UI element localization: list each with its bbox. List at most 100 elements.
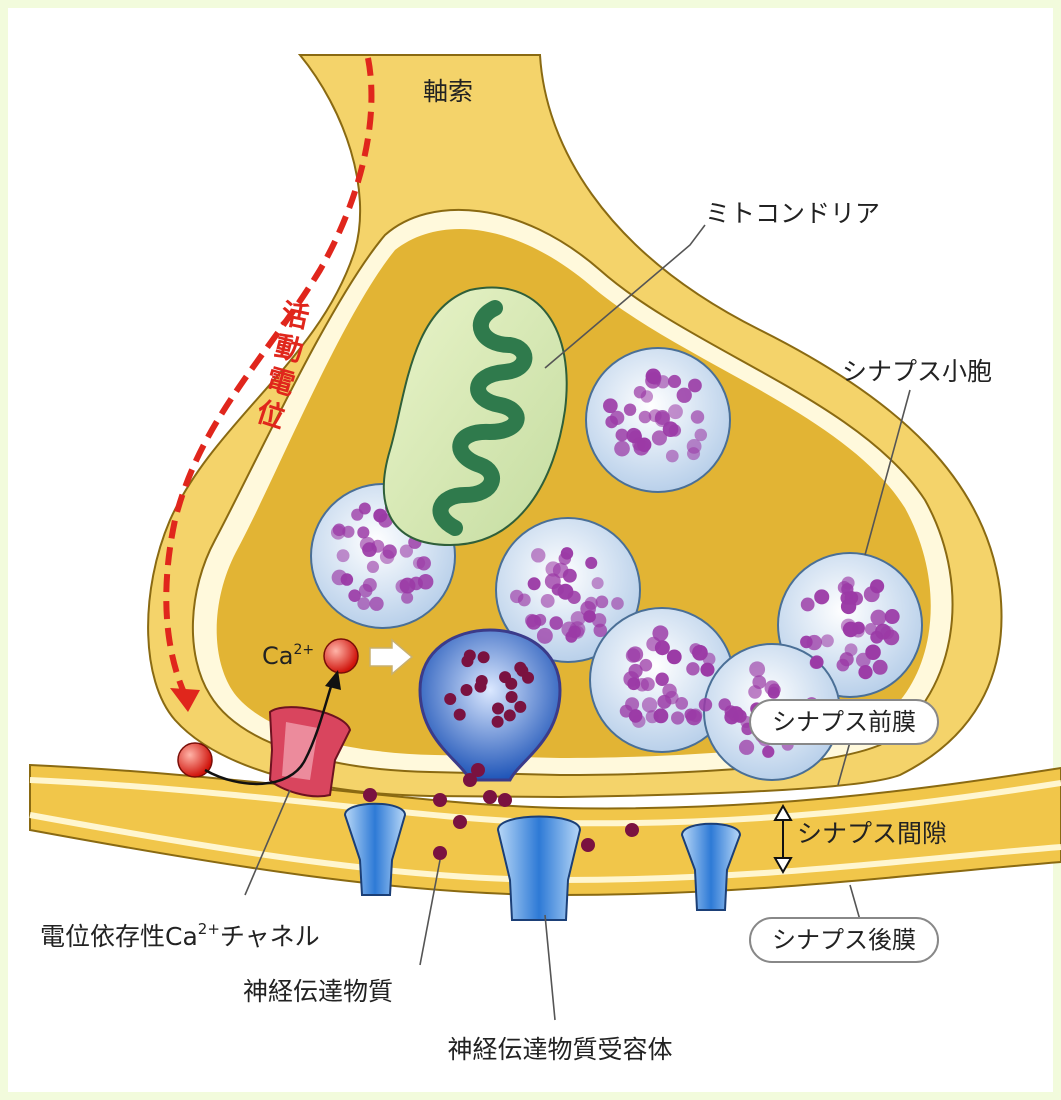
vesicle-dot bbox=[668, 404, 683, 419]
vesicle-dot bbox=[400, 544, 413, 557]
vesicle-dot bbox=[873, 660, 888, 675]
vesicle-dot bbox=[801, 598, 815, 612]
vesicle-dot bbox=[749, 661, 765, 677]
vesicle-dot bbox=[652, 430, 667, 445]
vesicle-dot bbox=[541, 594, 555, 608]
synaptic-vesicle-label: シナプス小胞 bbox=[842, 357, 992, 386]
vesicle-dot bbox=[668, 375, 681, 388]
vesicle-dot bbox=[703, 653, 716, 666]
vesicle-dot bbox=[413, 557, 425, 569]
vesicle-dot bbox=[684, 708, 696, 720]
vesicle-dot bbox=[652, 625, 668, 641]
exocytosis-dot bbox=[461, 655, 473, 667]
exocytosis-dot bbox=[506, 691, 518, 703]
vesicle-dot bbox=[396, 579, 410, 593]
exocytosis-dot bbox=[478, 651, 490, 663]
vesicle-dot bbox=[666, 450, 679, 463]
exocytosis-dot bbox=[505, 678, 517, 690]
vesicle-dot bbox=[359, 502, 371, 514]
vesicle-dot bbox=[856, 653, 871, 668]
vesicle-dot bbox=[655, 672, 668, 685]
vesicle-dot bbox=[418, 574, 433, 589]
vesicle-dot bbox=[401, 592, 413, 604]
vesicle-dot bbox=[845, 643, 858, 656]
vesicle-dot bbox=[665, 691, 679, 705]
vesicle-dot bbox=[605, 416, 618, 429]
exocytosis-dot bbox=[522, 672, 534, 684]
vesicle-dot bbox=[640, 659, 653, 672]
vesicle-dot bbox=[864, 586, 880, 602]
vesicle-dot bbox=[748, 685, 762, 699]
neurotransmitter-dot bbox=[498, 793, 512, 807]
vesicle-dot bbox=[531, 548, 545, 562]
neurotransmitter-dot bbox=[363, 788, 377, 802]
vesicle-dot bbox=[655, 640, 670, 655]
mitochondria-label: ミトコンドリア bbox=[705, 199, 880, 228]
neurotransmitter-dot bbox=[483, 790, 497, 804]
vesicle-dot bbox=[571, 611, 586, 626]
vesicle-dot bbox=[348, 589, 361, 602]
vesicle-dot bbox=[585, 557, 597, 569]
vesicle-dot bbox=[858, 665, 872, 679]
vesicle-dot bbox=[642, 697, 657, 712]
vesicle-dot bbox=[568, 591, 581, 604]
vesicle-dot bbox=[656, 375, 669, 388]
vesicle-dot bbox=[655, 410, 670, 425]
vesicle-dot bbox=[510, 590, 523, 603]
exocytosis-dot bbox=[474, 681, 486, 693]
vesicle-dot bbox=[800, 636, 813, 649]
vesicle-dot bbox=[885, 609, 900, 624]
vesicle-dot bbox=[380, 550, 394, 564]
vesicle-dot bbox=[821, 634, 834, 647]
ca-channel-label: 電位依存性Ca2+チャネル bbox=[40, 920, 320, 951]
postsynaptic-membrane-label: シナプス後膜 bbox=[772, 926, 916, 954]
vesicle-dot bbox=[332, 570, 348, 586]
neurotransmitter-dot bbox=[581, 838, 595, 852]
vesicle-dot bbox=[594, 624, 608, 638]
exocytosis-dot bbox=[492, 702, 504, 714]
vesicle-dot bbox=[654, 708, 669, 723]
vesicle-dot bbox=[369, 597, 383, 611]
vesicle-dot bbox=[841, 599, 856, 614]
postsynaptic-membrane-label-pill: シナプス後膜 bbox=[750, 918, 938, 962]
vesicle-dot bbox=[691, 410, 704, 423]
vesicle-dot bbox=[884, 630, 900, 646]
presynaptic-membrane-label-pill: シナプス前膜 bbox=[750, 700, 938, 744]
presynaptic-membrane-label: シナプス前膜 bbox=[772, 708, 916, 736]
exocytosis-dot bbox=[504, 709, 516, 721]
vesicle-dot bbox=[611, 597, 624, 610]
neurotransmitter-dot bbox=[433, 846, 447, 860]
vesicle-dot bbox=[632, 437, 645, 450]
vesicle-dot bbox=[545, 561, 560, 576]
vesicle-dot bbox=[699, 698, 712, 711]
vesicle-dot bbox=[689, 643, 701, 655]
vesicle-dot bbox=[583, 610, 596, 623]
vesicle-dot bbox=[629, 709, 643, 723]
vesicle-dot bbox=[373, 509, 387, 523]
vesicle-dot bbox=[603, 398, 618, 413]
exocytosis-dot bbox=[514, 662, 526, 674]
neurotransmitter-dot bbox=[433, 793, 447, 807]
vesicle-dot bbox=[357, 526, 369, 538]
neurotransmitter-label: 神経伝達物質 bbox=[243, 977, 393, 1006]
exocytosis-dot bbox=[461, 684, 473, 696]
vesicle-dot bbox=[837, 659, 850, 672]
vesicle-dot bbox=[337, 549, 350, 562]
vesicle-dot bbox=[592, 577, 604, 589]
vesicle-dot bbox=[687, 439, 702, 454]
vesicle-dot bbox=[552, 584, 564, 596]
vesicle-dot bbox=[549, 616, 563, 630]
vesicle-dot bbox=[641, 677, 655, 691]
vesicle-dot bbox=[571, 626, 584, 639]
vesicle-dot bbox=[626, 648, 641, 663]
vesicle-dot bbox=[739, 740, 754, 755]
vesicle-dot bbox=[563, 569, 577, 583]
vesicle-dot bbox=[367, 561, 379, 573]
neurotransmitter-dot bbox=[471, 763, 485, 777]
vesicle-dot bbox=[814, 589, 829, 604]
vesicle-dot bbox=[362, 542, 377, 557]
vesicle-dot bbox=[333, 523, 346, 536]
vesicle-dot bbox=[688, 379, 702, 393]
